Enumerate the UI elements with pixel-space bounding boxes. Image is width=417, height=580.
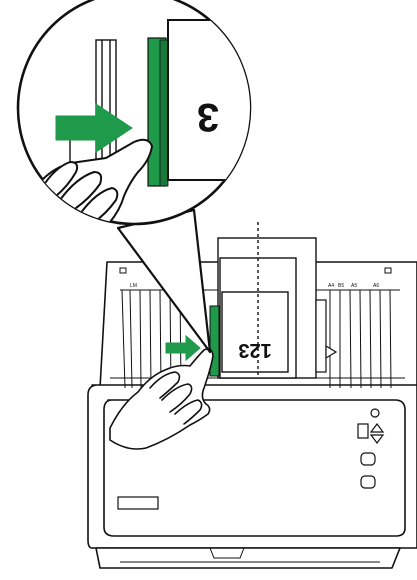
power-indicator [371,409,379,417]
stop-button[interactable] [361,476,375,488]
display-window [358,424,368,438]
scan-button[interactable] [361,453,375,465]
tray-mark-a6: A6 [373,283,379,289]
tray-mark-left: LM [130,283,137,289]
label-plate [118,497,158,509]
paper-label: 123 [238,339,271,361]
tray-mark-a4: A4 [328,283,334,289]
tray-mark-a5: A5 [351,283,357,289]
zoom-text: 3 [197,95,219,139]
tray-mark-b5: B5 [338,283,344,289]
